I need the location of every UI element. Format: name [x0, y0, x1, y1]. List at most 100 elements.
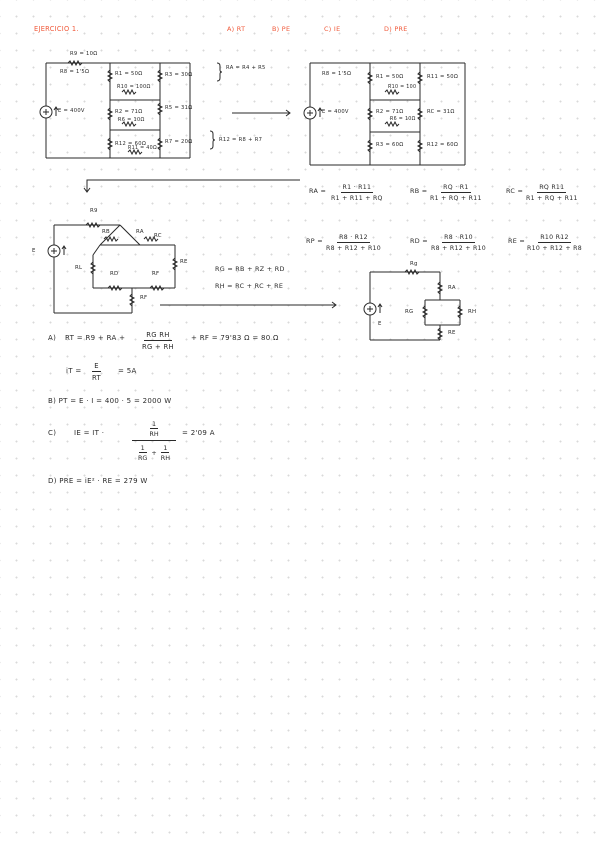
resistor-rc-c2 [416, 107, 424, 121]
solution-c-den-plus: + [151, 449, 157, 457]
resistor-rc-c3 [143, 235, 159, 243]
resistor-r9-c3 [85, 221, 101, 229]
formula-rc-den: R1 + RQ + R11 [526, 195, 578, 202]
resistor-r6 [121, 120, 137, 128]
c4-rg-top-label: Rg [410, 261, 418, 267]
series-rh: RH = RC + RC + RE [215, 282, 284, 290]
solution-a-rhs: + RF = 79'83 Ω = 80 Ω [191, 334, 279, 342]
c3-rf-label: RF [152, 271, 160, 277]
formula-rp-den: R8 + R12 + R10 [326, 245, 382, 252]
c3-rf-bottom-label: RF [140, 295, 148, 301]
resistor-r7 [156, 137, 164, 151]
c2-source-label: E = 400V [322, 109, 349, 115]
formula-rp-num: R8 · R12 [337, 234, 370, 243]
c1-r9-label: R9 = 10Ω [70, 51, 98, 57]
formula-rb-num: RQ · R1 [441, 184, 471, 193]
solution-c-den-b-den: RH [160, 454, 170, 462]
resistor-r10 [121, 88, 137, 96]
formula-rb-den: R1 + RQ + R11 [430, 195, 482, 202]
solution-c-label: C) [48, 429, 57, 437]
c1-r1-label: R1 = 50Ω [115, 71, 143, 77]
resistor-rb-c3 [103, 235, 119, 243]
c2-r12-label: R12 = 60Ω [427, 142, 459, 148]
formula-rd-den: R8 + R12 + R10 [431, 245, 487, 252]
solution-c-den-b: 1 RH [161, 444, 170, 462]
solution-a-label: A) [48, 334, 57, 342]
c3-rb-label: RB [102, 229, 111, 235]
resistor-r2 [106, 107, 114, 121]
formula-rd-lhs: RD = [410, 237, 428, 245]
resistor-rc-right-c3 [171, 257, 179, 271]
resistor-r12-c2 [416, 139, 424, 153]
solution-a-fraction: RG RH RG + RH [142, 331, 174, 351]
c1-r12-label: R12 = 60Ω [115, 141, 147, 147]
solution-b-line: B) PT = E · I = 400 · 5 = 2000 W [48, 397, 172, 405]
solution-it-den: RT [92, 374, 101, 382]
resistor-r10-c2 [384, 88, 400, 96]
c4-ra-label: RA [448, 285, 456, 291]
formula-rd-num: R8 · R10 [442, 234, 475, 243]
solution-c-num-rh: RH [149, 430, 159, 438]
c2-r3-label: R3 = 60Ω [376, 142, 404, 148]
formula-ra-num: R1 · R11 [340, 184, 374, 193]
resistor-r1-c2 [366, 71, 374, 85]
formula-re-den: R10 + R12 + R8 [527, 245, 583, 252]
solution-it-num: E [92, 362, 101, 372]
resistor-r6-c2 [384, 120, 400, 128]
c2-r11-label: R11 = 50Ω [427, 74, 459, 80]
transform-arrow-2 [86, 179, 300, 192]
c3-rd-label: RD [110, 271, 119, 277]
resistor-rf-c3 [149, 284, 165, 292]
formula-ra-lhs: RA = [309, 187, 327, 195]
c2-r10-label: R10 = 100 [388, 85, 417, 90]
series-rg: RG = RB + RZ + RD [215, 265, 285, 273]
c3-r9-label: R9 [90, 208, 98, 214]
resistor-ra-c4 [436, 281, 444, 295]
circuit-2-wires [309, 62, 466, 166]
formula-re-lhs: RE = [508, 237, 526, 245]
c1-r2-label: R2 = 71Ω [115, 109, 143, 115]
solution-c-den-a-den: RG [137, 454, 148, 462]
resistor-r3-c2 [366, 139, 374, 153]
formula-re-fraction: R10 R12 R10 + R12 + R8 [527, 234, 582, 252]
c2-r6-label: R6 = 10Ω [390, 117, 416, 122]
formula-rd-fraction: R8 · R10 R8 + R12 + R10 [431, 234, 486, 252]
resistor-rd-c3 [107, 284, 123, 292]
question-d-label: D) PRE [384, 25, 408, 33]
c3-e-label: E [32, 248, 36, 254]
solution-a-lhs: RT = R9 + RA + [65, 334, 126, 342]
c2-rc-label: RC = 31Ω [427, 109, 455, 115]
c3-rl-label: RL [75, 265, 83, 271]
resistor-r3 [156, 69, 164, 83]
resistor-rh-c4 [456, 305, 464, 319]
solution-c-numerator: 1 RH [132, 420, 176, 441]
c2-r8-label: R8 = 1'5Ω [322, 71, 352, 77]
formula-rb-fraction: RQ · R1 R1 + RQ + R11 [430, 184, 482, 202]
c1-note-ra: RA = R4 + R5 [226, 65, 266, 71]
solution-it-lhs: iT = [66, 367, 82, 375]
resistor-rg-top-c4 [404, 268, 420, 276]
exercise-title: EJERCICIO 1. [34, 25, 79, 33]
circuit-3-wires [53, 224, 176, 314]
c1-r11-label: R11 = 40Ω [128, 146, 157, 151]
c1-r8-label: R8 = 1'5Ω [60, 69, 90, 75]
c1-r7-label: R7 = 20Ω [165, 139, 193, 145]
c2-r2-label: R2 = 71Ω [376, 109, 404, 115]
formula-ra-fraction: R1 · R11 R1 + R11 + RQ [331, 184, 383, 202]
formula-rc-lhs: RC = [506, 187, 524, 195]
formula-rp-fraction: R8 · R12 R8 + R12 + R10 [326, 234, 381, 252]
c3-rc-label: RC [154, 233, 162, 239]
solution-c-lhs: IE = IT · [74, 429, 105, 437]
solution-c-den-b-num: 1 [161, 444, 170, 453]
formula-re-num: R10 R12 [538, 234, 571, 243]
c1-r5-label: R5 = 31Ω [165, 105, 193, 111]
solution-c-den-a: 1 RG [138, 444, 147, 462]
c4-rg-label: RG [405, 309, 414, 315]
resistor-rf-bottom-c3 [128, 293, 136, 307]
solution-c-num-1: 1 [149, 420, 159, 429]
c2-r1-label: R1 = 50Ω [376, 74, 404, 80]
solution-it-rhs: = 5A [118, 367, 137, 375]
question-c-label: C) IE [324, 25, 341, 33]
c3-re-label: RE [180, 259, 188, 265]
